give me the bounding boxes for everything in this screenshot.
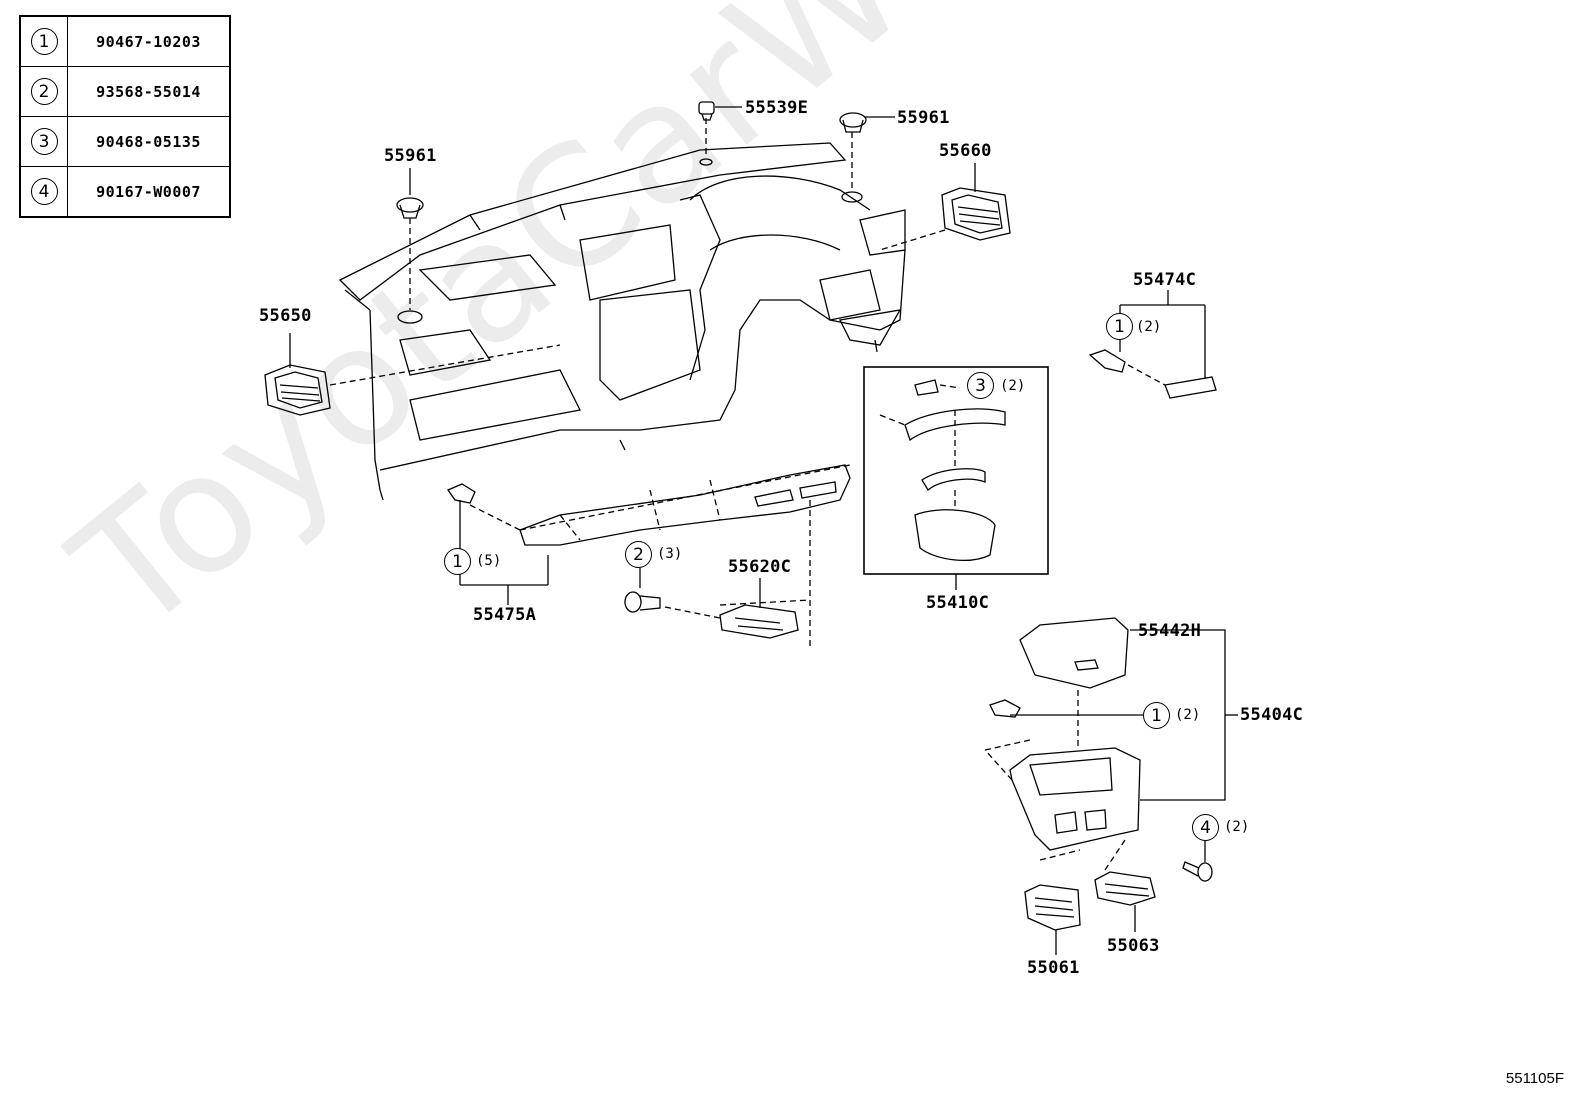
speaker-grille-clips [396,101,867,219]
screw-4-drawing [1182,861,1213,882]
callout-number: 1 [444,548,471,575]
callout-55474c: 1 [1106,313,1133,340]
legend-row: 4 90167-W0007 [19,166,231,218]
part-number: 90467-10203 [67,15,231,67]
part-label-55650: 55650 [259,306,312,326]
part-label-55061: 55061 [1027,958,1080,978]
callout-screw-2: 2 [625,541,652,568]
callout-number: 4 [1192,814,1219,841]
leader-lines [289,106,1238,955]
part-label-55063: 55063 [1107,936,1160,956]
part-label-55410c: 55410C [926,593,990,613]
callout-qty: (2) [1224,819,1250,835]
box-55404c-drawing [989,699,1141,851]
callout-qty: (2) [1175,707,1201,723]
part-label-55474c: 55474C [1133,270,1197,290]
callout-qty: (2) [1000,378,1026,394]
figure-code: 551105F [1505,1070,1564,1087]
detail-55410c-parts [904,379,1006,561]
part-label-55442h: 55442H [1138,621,1202,641]
callout-number: 4 [30,178,58,205]
part-label-55620c: 55620C [728,557,792,577]
part-label-55404c: 55404C [1240,705,1304,725]
lid-55442h-drawing [1019,617,1129,689]
instrument-panel-drawing [338,142,906,501]
part-label-55660: 55660 [939,141,992,161]
bracket-55620c-drawing [719,604,799,639]
right-vent-drawing [941,187,1011,241]
callout-number: 3 [30,128,58,155]
part-label-55961-left: 55961 [384,146,437,166]
left-vent-drawing [264,364,331,416]
callout-screw-4: 4 [1192,814,1219,841]
part-number: 93568-55014 [67,66,231,117]
detail-box-55410c [863,366,1049,575]
callout-55475a: 1 [444,548,471,575]
part-label-55961-top: 55961 [897,108,950,128]
part-label-55475a: 55475A [473,605,537,625]
assembly-dashed-lines [329,118,1166,871]
callout-qty: (5) [476,553,502,569]
legend-row: 1 90467-10203 [19,15,231,67]
callout-number: 3 [967,372,994,399]
callout-number: 1 [30,28,58,55]
callout-qty: (2) [1136,319,1162,335]
callout-number: 2 [30,78,58,105]
legend-row: 3 90468-05135 [19,116,231,167]
callout-number: 1 [1106,313,1133,340]
part-label-55539e: 55539E [745,98,809,118]
callout-number: 2 [625,541,652,568]
screw-drawing [624,591,661,613]
part-55474c-drawing [1088,349,1217,399]
fastener-legend-table: 1 90467-10203 2 93568-55014 3 90468-0513… [19,15,231,218]
part-number: 90167-W0007 [67,166,231,218]
callout-55404c: 1 [1143,702,1170,729]
callout-number: 1 [1143,702,1170,729]
callout-55410c: 3 [967,372,994,399]
center-vents-drawing [1024,871,1156,931]
part-number: 90468-05135 [67,116,231,167]
callout-qty: (3) [657,546,683,562]
legend-row: 2 93568-55014 [19,66,231,117]
